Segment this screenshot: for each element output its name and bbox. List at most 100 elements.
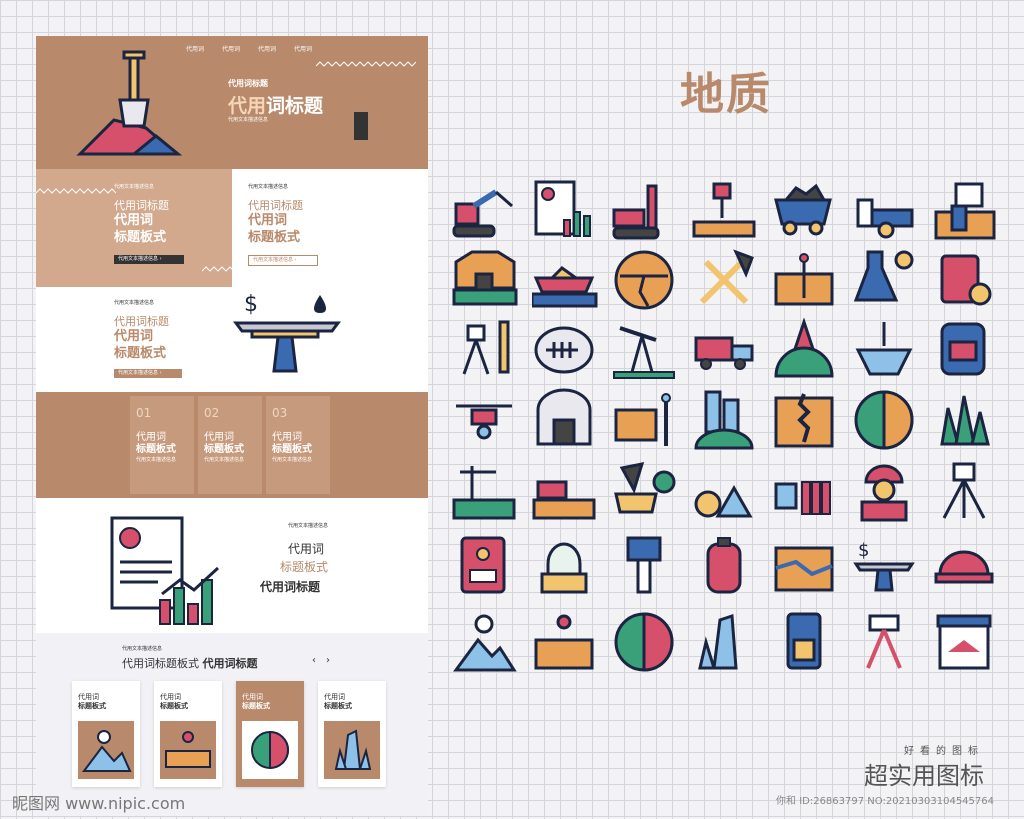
top-nav: 代用词 代用词 代用词 代用词 [186,44,312,53]
earth-core-icon [251,730,289,770]
card-image [78,721,134,779]
crystal-cluster-icon [940,395,990,446]
image-id-text: 你和 ID:26863797 NO:20210303104545764 [776,796,994,807]
next-arrow[interactable]: › [326,655,330,666]
scanner-icon [626,536,662,594]
scale-money-icon: $ [853,540,915,592]
soil-test-icon [934,182,996,240]
hero-dark-block [354,112,368,140]
excavator-icon [452,189,513,238]
dynamite-icon [774,481,831,515]
theodolite-icon [942,462,986,519]
feature-row: 代用文本描述信息 代用词标题 代用词 标题板式 代用文本描述信息 › 代用文本描… [36,169,428,287]
cards-title-b: 代用词标题 [202,657,258,670]
cards-title-a: 代用词标题板式 [122,657,199,670]
gps-device-icon [460,536,506,594]
drill-bit-icon [774,393,834,448]
step-title: 标题板式 [204,444,244,455]
pickaxe-cart-icon [614,462,676,514]
intro-title-line2: 标题板式 [114,346,167,361]
mine-cart-icon [774,183,832,236]
product-card[interactable]: 代用词标题板式 [72,681,140,787]
step-card: 02 代用词 标题板式 代用文本描述信息 [198,396,262,494]
dump-truck-icon [694,336,754,370]
nav-item[interactable]: 代用词 [186,46,205,53]
intro-title-line1: 代用词 [114,329,154,344]
step-card: 01 代用词 标题板式 代用文本描述信息 [130,396,194,494]
oil-derrick-icon [452,466,516,520]
fuel-can-icon [940,254,992,306]
drill-rig-icon [612,184,660,240]
shovel-pickaxe-icon [699,249,754,305]
intro-button[interactable]: 代用文本描述信息 › [114,369,182,378]
earth-layers-icon [854,390,914,450]
earth-core-icon [614,612,674,672]
card-title: 代用词标题板式 [242,693,270,711]
hero-title: 代用词标题 [228,91,323,118]
web-mockup: 代用词 代用词 代用词 代用词 代用词标题 代用词标题 代用文本描述信息 代用文… [36,36,428,816]
button-label: 代用文本描述信息 [118,256,159,262]
card-title-line1: 代用词 [242,693,263,701]
card-title: 代用词标题板式 [324,693,352,711]
intro-caption: 代用文本描述信息 [114,300,155,306]
nav-item[interactable]: 代用词 [294,46,313,53]
terrain-map-icon [774,546,834,592]
feature-left-button[interactable]: 代用文本描述信息 › [114,255,184,264]
card-image [160,721,216,779]
tagline-large: 超实用图标 [864,762,984,790]
intro-row: 代用文本描述信息 代用词标题 代用词 标题板式 代用文本描述信息 › $ [36,287,428,392]
gas-cylinder-icon [706,537,742,594]
hero-title-accent: 代用 [228,95,267,117]
metal-detector-icon [786,612,822,670]
svg-text:$: $ [858,540,869,561]
card-title-line1: 代用词 [160,693,181,701]
step-subtitle: 代用文本描述信息 [136,457,177,463]
feature-right-button[interactable]: 代用文本描述信息 › [248,255,318,266]
dust-mountain-icon [694,484,753,518]
feature-caption: 代用文本描述信息 [248,184,289,190]
feature-title-line2: 标题板式 [114,230,167,245]
specimen-jar-icon [540,542,588,594]
fault-line-icon [614,250,674,310]
prev-arrow[interactable]: ‹ [312,655,316,666]
crystal-icon [698,613,738,670]
card-title-line2: 标题板式 [78,702,106,710]
tagline-small: 好看的图标 [904,746,984,757]
button-label: 代用文本描述信息 [253,257,294,263]
cards-row: 代用文本描述信息 代用词标题板式 代用词标题 ‹ › 代用词标题板式 代用词标题… [36,633,428,816]
card-title: 代用词标题板式 [78,693,106,711]
card-title-line2: 标题板式 [242,702,270,710]
fossil-icon [534,326,594,374]
ground-radar-icon [534,614,594,670]
feature-subtitle: 代用词标题 [248,199,303,212]
backpack-icon [940,322,986,376]
mountain-magnifier-icon [82,730,132,772]
step-card: 03 代用词 标题板式 代用文本描述信息 [266,396,330,494]
report-icon [534,180,591,237]
card-title-line2: 标题板式 [324,702,352,710]
svg-text:$: $ [244,292,258,317]
cargo-ship-icon [532,266,598,308]
step-title: 代用词 [272,432,302,443]
step-subtitle: 代用文本描述信息 [272,457,313,463]
step-subtitle: 代用文本描述信息 [204,457,245,463]
intro-subtitle: 代用词标题 [114,315,169,328]
nav-item[interactable]: 代用词 [258,46,277,53]
drilling-tower-icon [774,318,834,378]
step-title: 代用词 [136,432,166,443]
icon-grid: $ [452,172,1012,692]
hero-title-rest: 词标题 [266,95,324,117]
product-card-active[interactable]: 代用词标题板式 [236,681,304,787]
cards-caption: 代用文本描述信息 [122,646,163,652]
nav-item[interactable]: 代用词 [222,46,241,53]
watermark: 昵图网 www.nipic.com [12,794,186,813]
drone-icon [456,404,512,440]
hero-tag: 代用词标题 [228,79,268,88]
steps-row: 01 代用词 标题板式 代用文本描述信息 02 代用词 标题板式 代用文本描述信… [36,392,428,498]
crystal-icon [334,729,372,770]
product-card[interactable]: 代用词标题板式 [318,681,386,787]
level-tripod-icon [866,614,902,669]
feature-title-line2: 标题板式 [248,230,301,245]
card-image [324,721,380,779]
product-card[interactable]: 代用词标题板式 [154,681,222,787]
